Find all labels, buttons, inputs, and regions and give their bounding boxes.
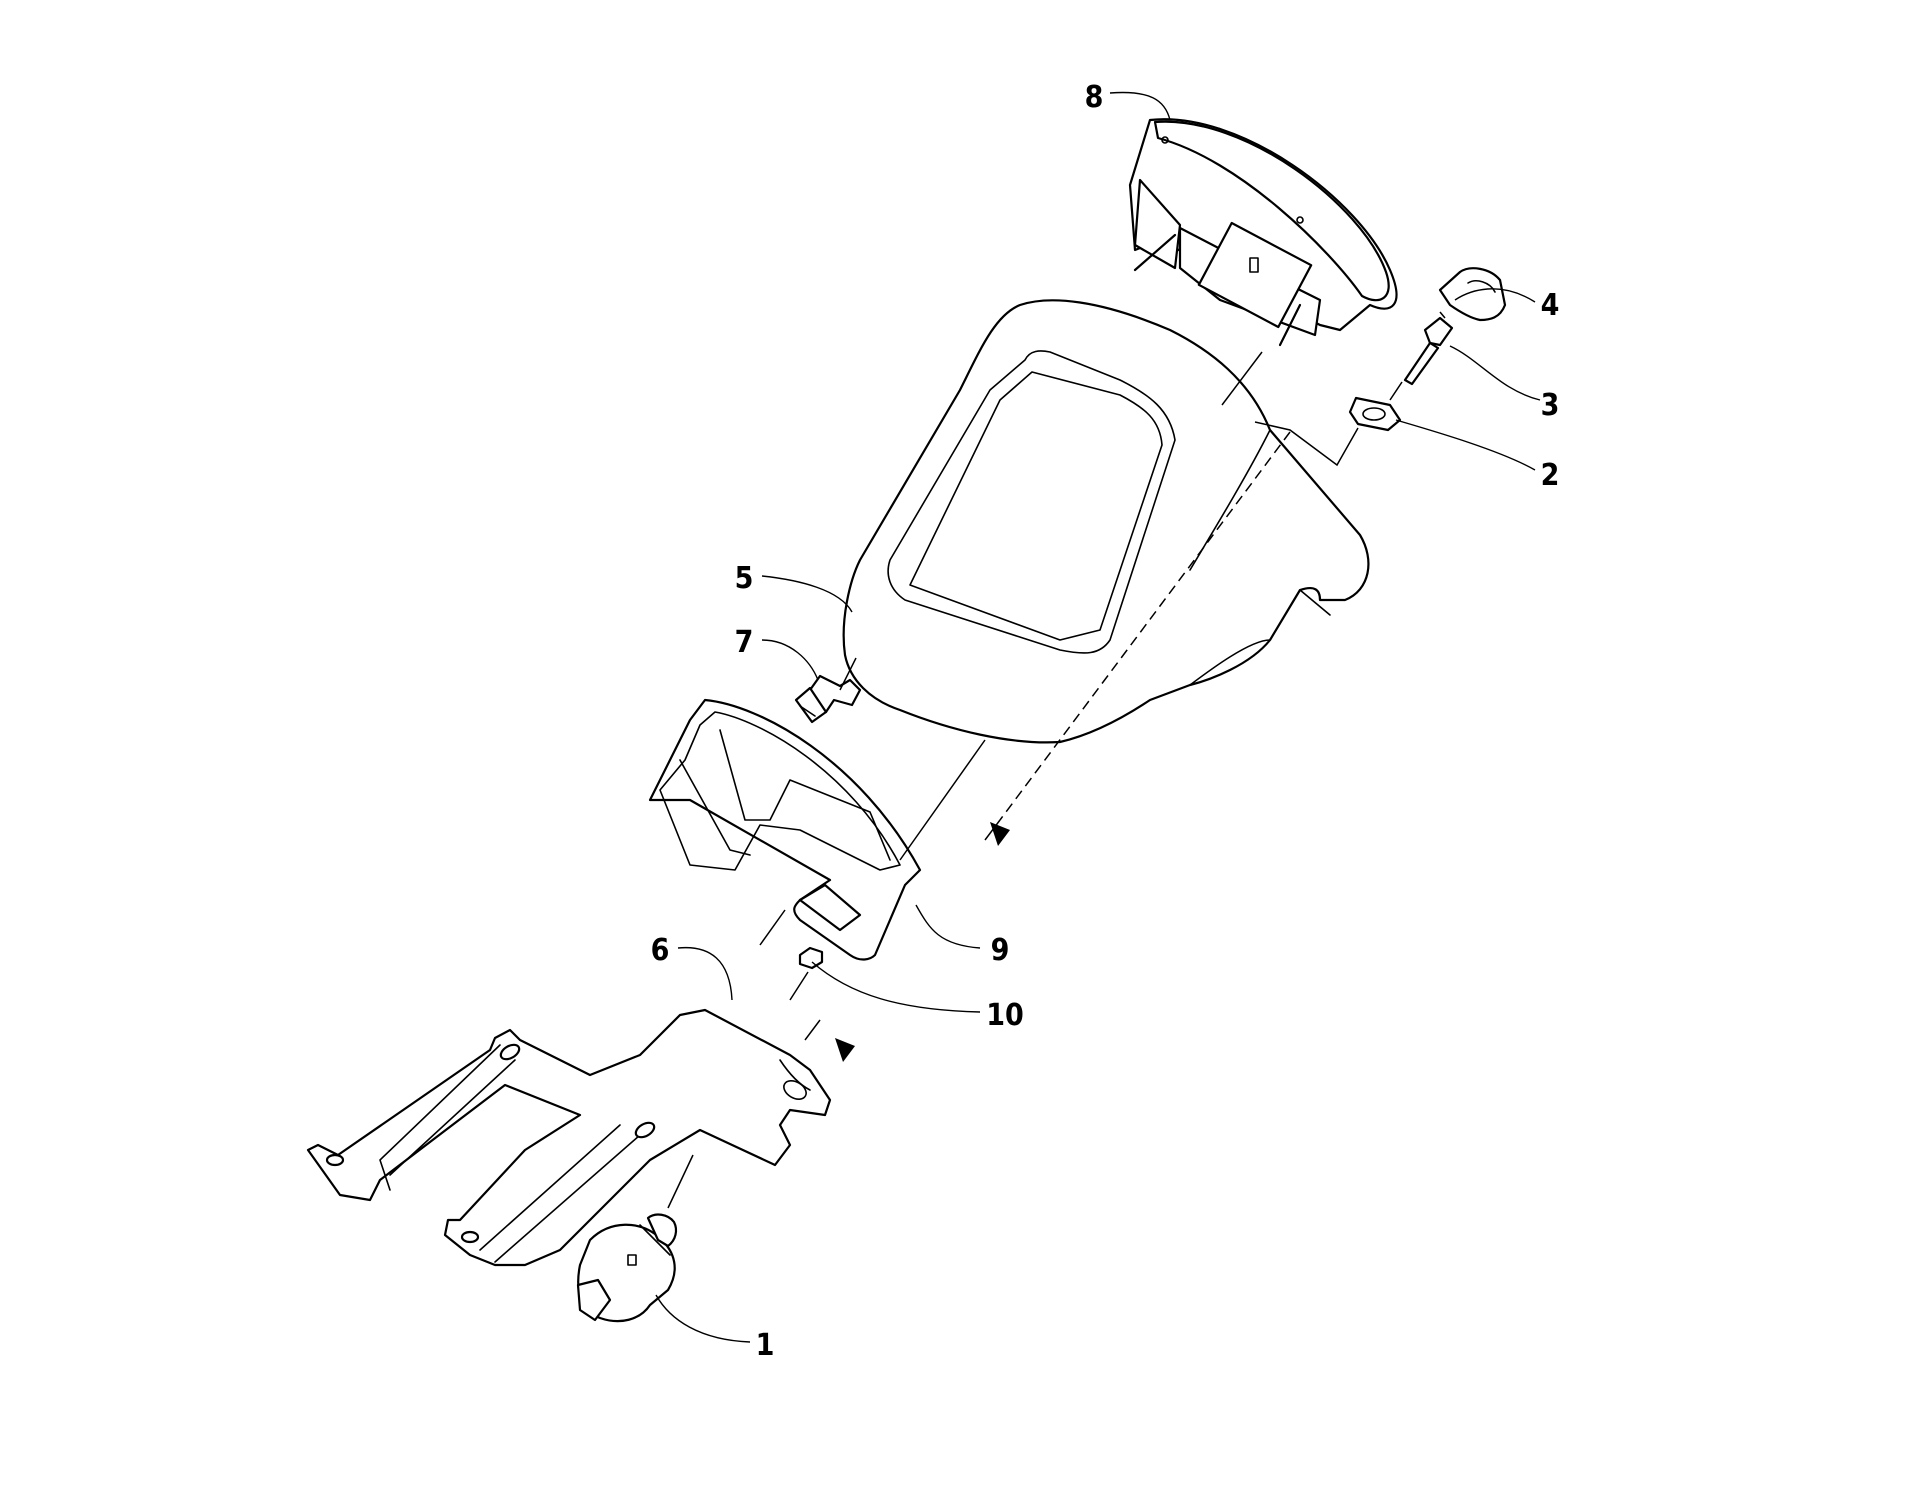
- part-4-key-cap: [1438, 267, 1507, 322]
- callout-9: 9: [991, 933, 1010, 968]
- part-8-gauge: [1128, 118, 1398, 347]
- part-5-pod-housing: [842, 299, 1370, 744]
- part-1-switch: [576, 1213, 678, 1323]
- part-6-bracket: [306, 1008, 832, 1267]
- part-2-ring: [1348, 396, 1402, 432]
- callout-8: 8: [1085, 80, 1104, 115]
- callout-1: 1: [756, 1328, 775, 1363]
- callout-5: 5: [735, 561, 754, 596]
- callouts: 8 4 3 2 5 7 6 9 10 1: [651, 80, 1560, 1363]
- direction-arrow-lower: [835, 1038, 855, 1062]
- callout-4: 4: [1541, 288, 1560, 323]
- callout-6: 6: [651, 933, 670, 968]
- callout-3: 3: [1541, 388, 1560, 423]
- assembly-guide-lines: [667, 311, 1446, 1209]
- part-10-nut: [798, 946, 824, 970]
- part-9-bezel: [648, 698, 922, 961]
- direction-arrow-upper: [990, 822, 1010, 846]
- callout-2: 2: [1541, 458, 1560, 493]
- leader-lines: [655, 91, 1541, 1343]
- part-7-push-rivet: [794, 674, 862, 724]
- part-3-key: [1403, 316, 1454, 386]
- callout-7: 7: [735, 625, 754, 660]
- callout-10: 10: [986, 998, 1024, 1033]
